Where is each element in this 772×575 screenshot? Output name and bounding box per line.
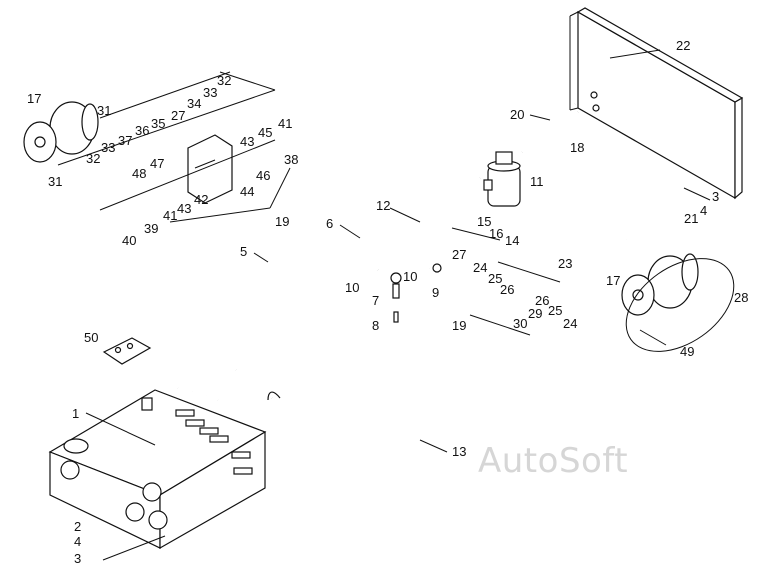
compressor-detail <box>23 101 99 163</box>
condenser <box>569 7 744 200</box>
callout-24-left: 24 <box>473 260 487 275</box>
callout-34: 34 <box>187 96 201 111</box>
callout-35: 35 <box>151 116 165 131</box>
callout-31-lower: 31 <box>48 174 62 189</box>
callout-28: 28 <box>734 290 748 305</box>
callout-46: 46 <box>256 168 270 183</box>
callout-3-lower: 3 <box>74 551 81 566</box>
callout-29: 29 <box>528 306 542 321</box>
callout-43-lower: 43 <box>177 201 191 216</box>
callout-4-lower: 4 <box>74 534 81 549</box>
callout-27-lower: 27 <box>452 247 466 262</box>
callout-5: 5 <box>240 244 247 259</box>
bracket-assembly <box>57 71 276 211</box>
callout-32-lower: 32 <box>86 151 100 166</box>
callout-10-right: 10 <box>403 269 417 284</box>
callout-labels: 1 2 4 3 3 4 5 6 7 8 9 10 10 11 12 13 14 … <box>27 38 748 566</box>
callout-40: 40 <box>122 233 136 248</box>
compressor-main <box>621 253 735 352</box>
callout-4-upper: 4 <box>700 203 707 218</box>
fittings <box>390 227 561 323</box>
receiver-drier <box>483 151 521 207</box>
callout-25-right: 25 <box>548 303 562 318</box>
callout-7: 7 <box>372 293 379 308</box>
callout-25-left: 25 <box>488 271 502 286</box>
callout-14: 14 <box>505 233 519 248</box>
callout-45: 45 <box>258 125 272 140</box>
callout-49: 49 <box>680 344 694 359</box>
callout-19-lower: 19 <box>452 318 466 333</box>
callout-50: 50 <box>84 330 98 345</box>
callout-26-left: 26 <box>500 282 514 297</box>
callout-43-upper: 43 <box>240 134 254 149</box>
mounting-plate <box>102 337 152 365</box>
callout-17-upper: 17 <box>27 91 41 106</box>
callout-48: 48 <box>132 166 146 181</box>
callout-27-upper: 27 <box>171 108 185 123</box>
callout-44: 44 <box>240 184 254 199</box>
callout-30: 30 <box>513 316 527 331</box>
callout-38: 38 <box>284 152 298 167</box>
callout-20: 20 <box>510 107 524 122</box>
callout-41-upper: 41 <box>278 116 292 131</box>
callout-18: 18 <box>570 140 584 155</box>
callout-42: 42 <box>194 192 208 207</box>
callout-24-right: 24 <box>563 316 577 331</box>
callout-16: 16 <box>489 226 503 241</box>
callout-31-upper: 31 <box>97 103 111 118</box>
callout-9: 9 <box>432 285 439 300</box>
callout-3-upper: 3 <box>712 189 719 204</box>
callout-47: 47 <box>150 156 164 171</box>
callout-8: 8 <box>372 318 379 333</box>
hose-group <box>172 101 658 466</box>
callout-21: 21 <box>684 211 698 226</box>
callout-17-lower: 17 <box>606 273 620 288</box>
leader-lines <box>85 49 711 561</box>
callout-32-upper: 32 <box>217 73 231 88</box>
callout-12: 12 <box>376 198 390 213</box>
callout-13: 13 <box>452 444 466 459</box>
callout-22: 22 <box>676 38 690 53</box>
callout-33-upper: 33 <box>203 85 217 100</box>
watermark-text: AutoSoft <box>478 441 628 481</box>
callout-6: 6 <box>326 216 333 231</box>
callout-37: 37 <box>118 133 132 148</box>
evaporator-unit <box>48 389 267 550</box>
callout-1: 1 <box>72 406 79 421</box>
callout-19-upper: 19 <box>275 214 289 229</box>
callout-10-left: 10 <box>345 280 359 295</box>
callout-15: 15 <box>477 214 491 229</box>
callout-23: 23 <box>558 256 572 271</box>
callout-39: 39 <box>144 221 158 236</box>
callout-26-right: 26 <box>535 293 549 308</box>
callout-36: 36 <box>135 123 149 138</box>
callout-11: 11 <box>530 174 544 189</box>
callout-2: 2 <box>74 519 81 534</box>
callout-41-lower: 41 <box>163 208 177 223</box>
callout-33-lower: 33 <box>101 140 115 155</box>
